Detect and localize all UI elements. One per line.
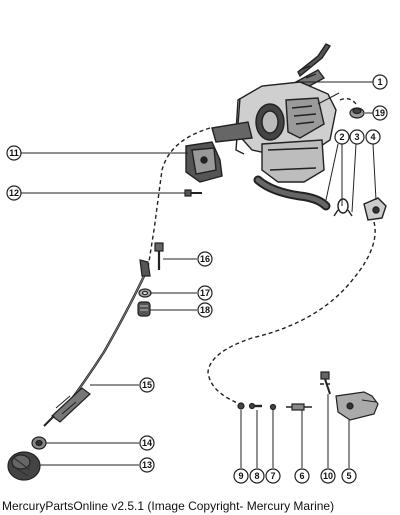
svg-text:2: 2 [339, 132, 344, 142]
callout-17: 17 [197, 285, 213, 301]
svg-text:5: 5 [346, 471, 351, 481]
svg-text:14: 14 [142, 438, 152, 448]
callout-6: 6 [294, 468, 310, 484]
svg-text:3: 3 [354, 132, 359, 142]
svg-text:9: 9 [238, 471, 243, 481]
carburetor [211, 43, 337, 183]
svg-text:10: 10 [323, 471, 333, 481]
callout-9: 9 [233, 468, 249, 484]
callout-3: 3 [349, 129, 365, 145]
leader-lines [21, 81, 377, 468]
svg-text:8: 8 [254, 471, 259, 481]
callout-1: 1 [372, 74, 388, 90]
svg-text:15: 15 [142, 380, 152, 390]
callout-13: 13 [139, 457, 155, 473]
bracket-screw [184, 189, 202, 197]
cable-end-fitting [363, 197, 387, 221]
callout-7: 7 [265, 468, 281, 484]
callouts: 1 19 2 3 4 11 12 16 17 18 15 14 13 9 8 7… [6, 74, 388, 484]
image-caption: MercuryPartsOnline v2.5.1 (Image Copyrig… [2, 499, 335, 513]
svg-text:7: 7 [270, 471, 275, 481]
lower-linkage [237, 371, 379, 421]
callout-2: 2 [334, 129, 350, 145]
throttle-cable [43, 259, 151, 427]
knob [7, 451, 41, 481]
svg-text:1: 1 [377, 77, 382, 87]
washer [138, 288, 152, 298]
callout-11: 11 [6, 145, 22, 161]
svg-text:13: 13 [142, 460, 152, 470]
svg-text:6: 6 [299, 471, 304, 481]
svg-text:11: 11 [9, 148, 19, 158]
callout-19: 19 [372, 105, 388, 121]
svg-text:16: 16 [200, 254, 210, 264]
callout-4: 4 [365, 129, 381, 145]
cable-routing-dashed [147, 97, 376, 405]
svg-text:19: 19 [375, 108, 385, 118]
hose-clamp [333, 198, 353, 217]
bolt [154, 242, 164, 270]
callout-15: 15 [139, 377, 155, 393]
callout-5: 5 [341, 468, 357, 484]
svg-text:4: 4 [370, 132, 375, 142]
callout-18: 18 [197, 302, 213, 318]
callout-16: 16 [197, 251, 213, 267]
callout-12: 12 [6, 185, 22, 201]
grommet [349, 107, 365, 119]
cable-bracket [185, 141, 223, 183]
svg-text:17: 17 [200, 288, 210, 298]
svg-text:18: 18 [200, 305, 210, 315]
callout-14: 14 [139, 435, 155, 451]
locknut [31, 436, 47, 450]
spacer [137, 301, 151, 317]
svg-text:12: 12 [9, 188, 19, 198]
callout-8: 8 [249, 468, 265, 484]
callout-10: 10 [320, 468, 336, 484]
fuel-hose [253, 175, 331, 211]
